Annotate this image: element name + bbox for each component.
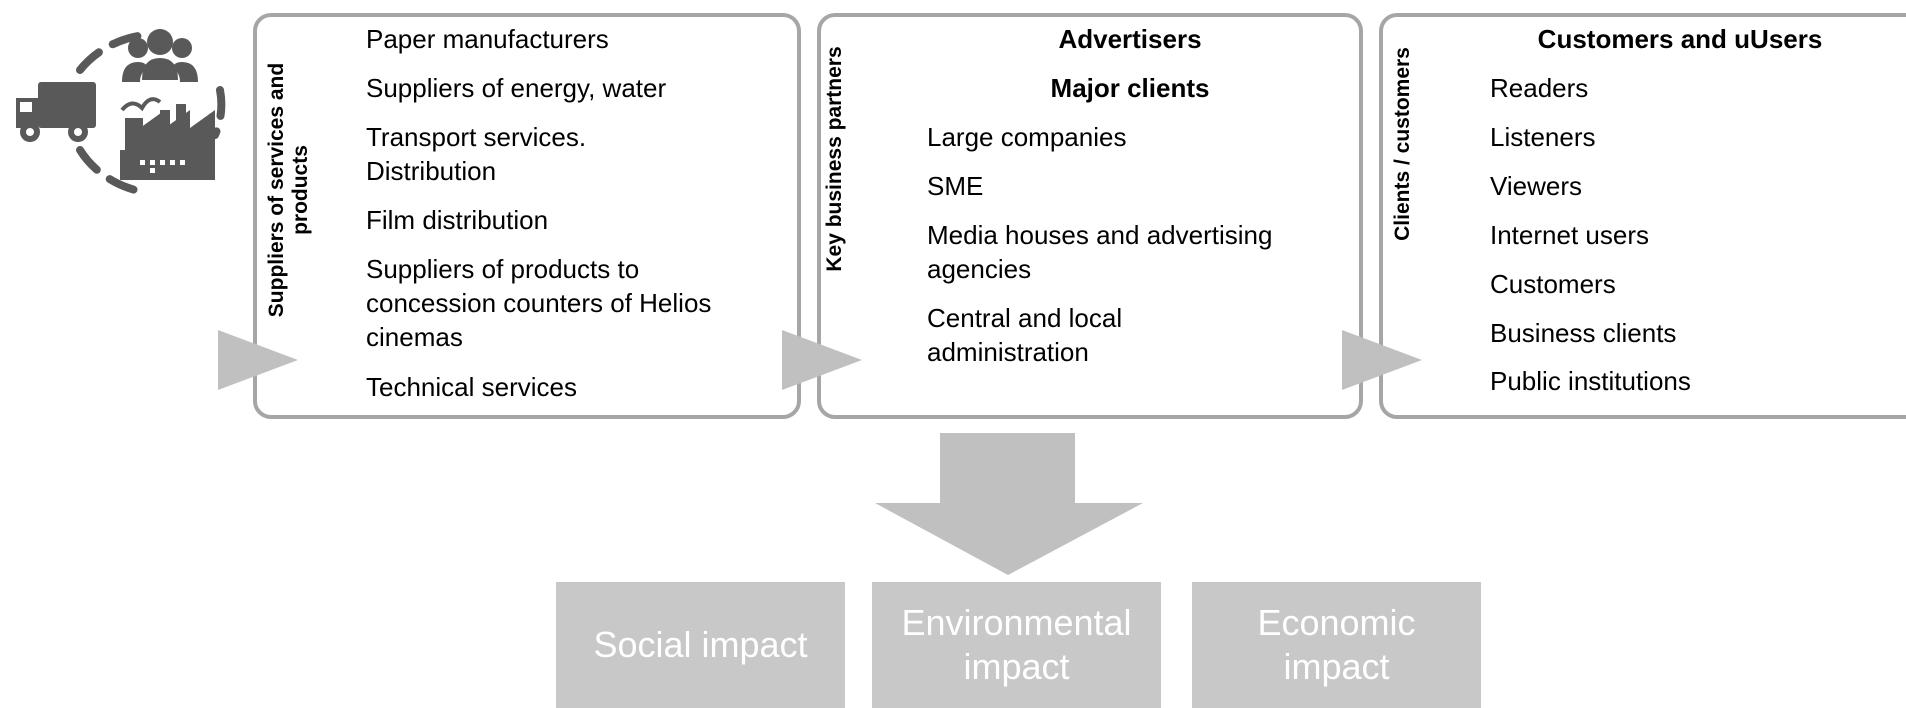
clients-item: Customers <box>1490 269 1616 299</box>
clients-box <box>1379 13 1906 419</box>
partners-heading-advertisers: Advertisers <box>1058 24 1202 54</box>
supply-chain-icon-group <box>16 29 226 194</box>
partners-item: Large companies <box>927 122 1127 152</box>
partners-item: SME <box>927 171 984 201</box>
suppliers-label: Suppliers of services and products <box>265 62 312 318</box>
clients-item: Business clients <box>1490 318 1677 348</box>
truck-icon <box>16 82 96 142</box>
suppliers-item: Film distribution <box>366 205 549 235</box>
social-impact-box: Social impact <box>556 582 845 708</box>
people-icon <box>122 29 198 82</box>
partners-item: Media houses and advertising agencies <box>927 220 1273 284</box>
clients-label: Clients / customers <box>1391 47 1414 241</box>
economic-impact-label: Economic impact <box>1257 602 1416 687</box>
clients-item: Internet users <box>1490 220 1649 250</box>
economic-impact-box: Economic impact <box>1192 582 1481 708</box>
clients-item: Listeners <box>1490 122 1596 152</box>
suppliers-item: Suppliers of products to concession coun… <box>366 254 712 352</box>
environmental-impact-box: Environmental impact <box>872 582 1161 708</box>
partners-heading-major-clients: Major clients <box>1050 73 1210 103</box>
clients-item: Readers <box>1490 73 1589 103</box>
clients-heading: Customers and uUsers <box>1537 24 1823 54</box>
factory-icon <box>120 97 215 180</box>
arrow-right-icon <box>782 330 862 390</box>
social-impact-label: Social impact <box>593 624 808 665</box>
partners-box <box>817 13 1363 419</box>
suppliers-item: Paper manufacturers <box>366 24 609 54</box>
arrow-right-icon <box>218 330 298 390</box>
partners-item: Central and local administration <box>927 303 1123 367</box>
arrow-right-icon <box>1342 330 1422 390</box>
clients-item: Viewers <box>1490 171 1583 201</box>
suppliers-item: Suppliers of energy, water <box>366 73 667 103</box>
suppliers-item: Transport services. Distribution <box>366 122 587 186</box>
clients-item: Public institutions <box>1490 366 1691 396</box>
partners-label: Key business partners <box>823 46 846 272</box>
suppliers-box <box>253 13 801 419</box>
dashed-cycle-icon <box>76 31 226 194</box>
suppliers-item: Technical services <box>366 372 577 402</box>
environmental-impact-label: Environmental impact <box>901 602 1132 687</box>
arrow-down-icon <box>875 433 1143 575</box>
